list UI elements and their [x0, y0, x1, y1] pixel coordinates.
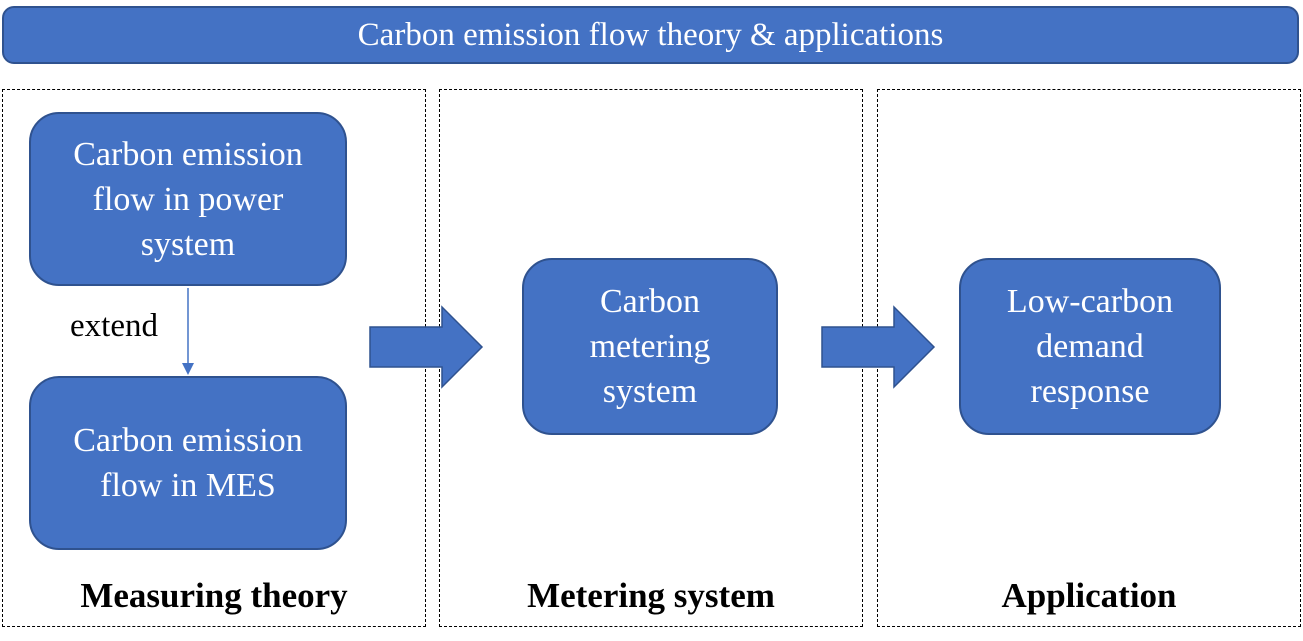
box-power-system-text: Carbon emission flow in power system — [73, 135, 303, 263]
box-mes-text: Carbon emission flow in MES — [73, 422, 303, 504]
panel-label-application: Application — [1001, 576, 1177, 615]
box-mes: Carbon emission flow in MES — [29, 376, 347, 550]
panel-label-metering-system: Metering system — [527, 576, 775, 615]
box-metering-system: Carbon metering system — [522, 258, 778, 435]
box-metering-system-text: Carbon metering system — [589, 283, 711, 410]
box-demand-response: Low-carbon demand response — [959, 258, 1221, 435]
panel-measuring-theory: Measuring theory — [2, 89, 426, 627]
box-power-system: Carbon emission flow in power system — [29, 112, 347, 286]
box-demand-response-text: Low-carbon demand response — [1006, 283, 1174, 410]
diagram-title-banner: Carbon emission flow theory & applicatio… — [2, 6, 1299, 64]
diagram-title: Carbon emission flow theory & applicatio… — [357, 16, 944, 53]
panel-label-measuring-theory: Measuring theory — [80, 576, 348, 615]
extend-label: extend — [70, 308, 158, 344]
